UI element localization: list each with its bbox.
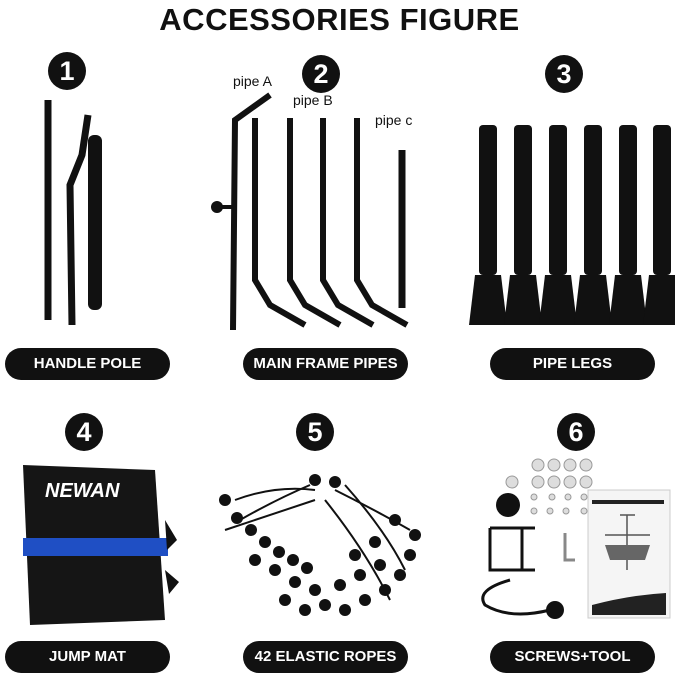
page-title: ACCESSORIES FIGURE [159, 2, 520, 37]
label-handle-pole: HANDLE POLE [5, 348, 170, 380]
pipe-b-label: pipe B [293, 92, 333, 108]
item-number-3: 3 [545, 55, 583, 93]
pipe-legs-image [469, 125, 675, 325]
jump-mat-image [23, 465, 179, 625]
item-number-6: 6 [557, 413, 595, 451]
item-number-1: 1 [48, 52, 86, 90]
pipe-c-label: pipe c [375, 112, 413, 128]
label-pipe-legs: PIPE LEGS [490, 348, 655, 380]
elastic-ropes-image [219, 474, 421, 616]
item-number-5: 5 [296, 413, 334, 451]
mat-brand-logo: NEWAN [45, 480, 120, 502]
label-main-frame-pipes: MAIN FRAME PIPES [243, 348, 408, 380]
label-screws-tool: SCREWS+TOOL [490, 641, 655, 673]
main-frame-pipes-image [211, 92, 409, 331]
screws-tool-image [481, 458, 671, 619]
pipe-a-label: pipe A [233, 73, 272, 89]
handle-pole-image [44, 100, 102, 326]
item-number-2: 2 [302, 55, 340, 93]
item-number-4: 4 [65, 413, 103, 451]
label-jump-mat: JUMP MAT [5, 641, 170, 673]
label-elastic-ropes: 42 ELASTIC ROPES [243, 641, 408, 673]
